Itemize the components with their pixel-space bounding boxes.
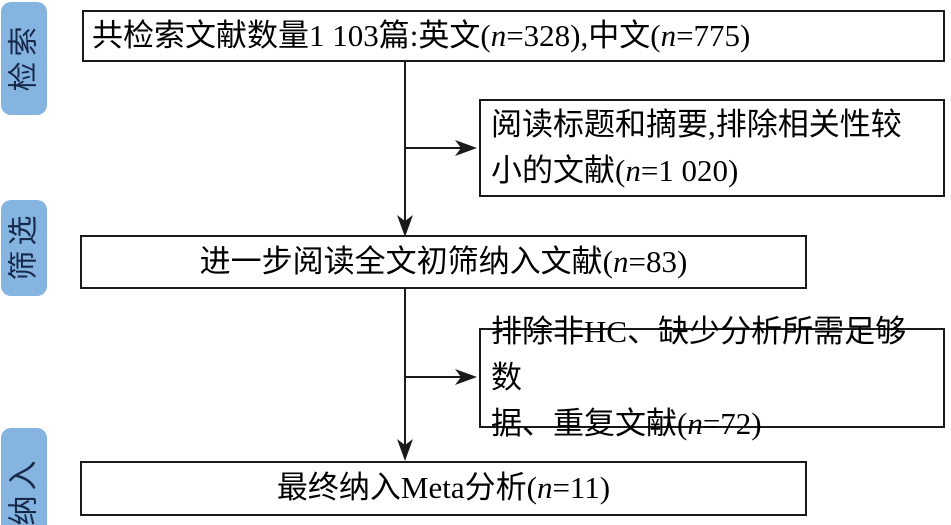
stage-label-search-text: 检索 — [7, 21, 40, 91]
excluded-title-abstract-line1: 阅读标题和摘要,排除相关性较 — [491, 107, 902, 142]
records-identified-box: 共检索文献数量1 103篇:英文(n=328),中文(n=775) — [82, 10, 945, 62]
excluded-eligibility-line1: 排除非HC、缺少分析所需足够数 — [491, 314, 907, 395]
stage-label-screening-text: 筛选 — [7, 210, 40, 281]
records-identified-text: 共检索文献数量1 103篇:英文(n=328),中文(n=775) — [92, 17, 751, 53]
excluded-title-abstract-line2: 小的文献(n=1 020) — [491, 153, 739, 188]
meta-analysis-included-text: 最终纳入Meta分析(n=11) — [276, 470, 611, 506]
fulltext-screened-box: 进一步阅读全文初筛纳入文献(n=83) — [80, 235, 807, 289]
excluded-title-abstract-box: 阅读标题和摘要,排除相关性较 小的文献(n=1 020) — [479, 99, 945, 197]
stage-label-search: 检索 — [1, 2, 47, 115]
fulltext-screened-text: 进一步阅读全文初筛纳入文献(n=83) — [199, 243, 688, 279]
excluded-eligibility-box: 排除非HC、缺少分析所需足够数 据、重复文献(n=72) — [479, 314, 945, 441]
stage-label-screening: 筛选 — [1, 200, 47, 296]
stage-label-inclusion: 纳入 — [1, 428, 47, 525]
meta-analysis-included-box: 最终纳入Meta分析(n=11) — [80, 461, 807, 516]
arrowhead-down-2 — [397, 439, 413, 461]
stage-label-inclusion-text: 纳入 — [7, 455, 40, 525]
arrowhead-right-2 — [455, 369, 477, 385]
excluded-eligibility-line2: 据、重复文献(n=72) — [491, 406, 762, 441]
arrowhead-down-1 — [397, 215, 413, 237]
arrowhead-right-1 — [455, 140, 477, 156]
